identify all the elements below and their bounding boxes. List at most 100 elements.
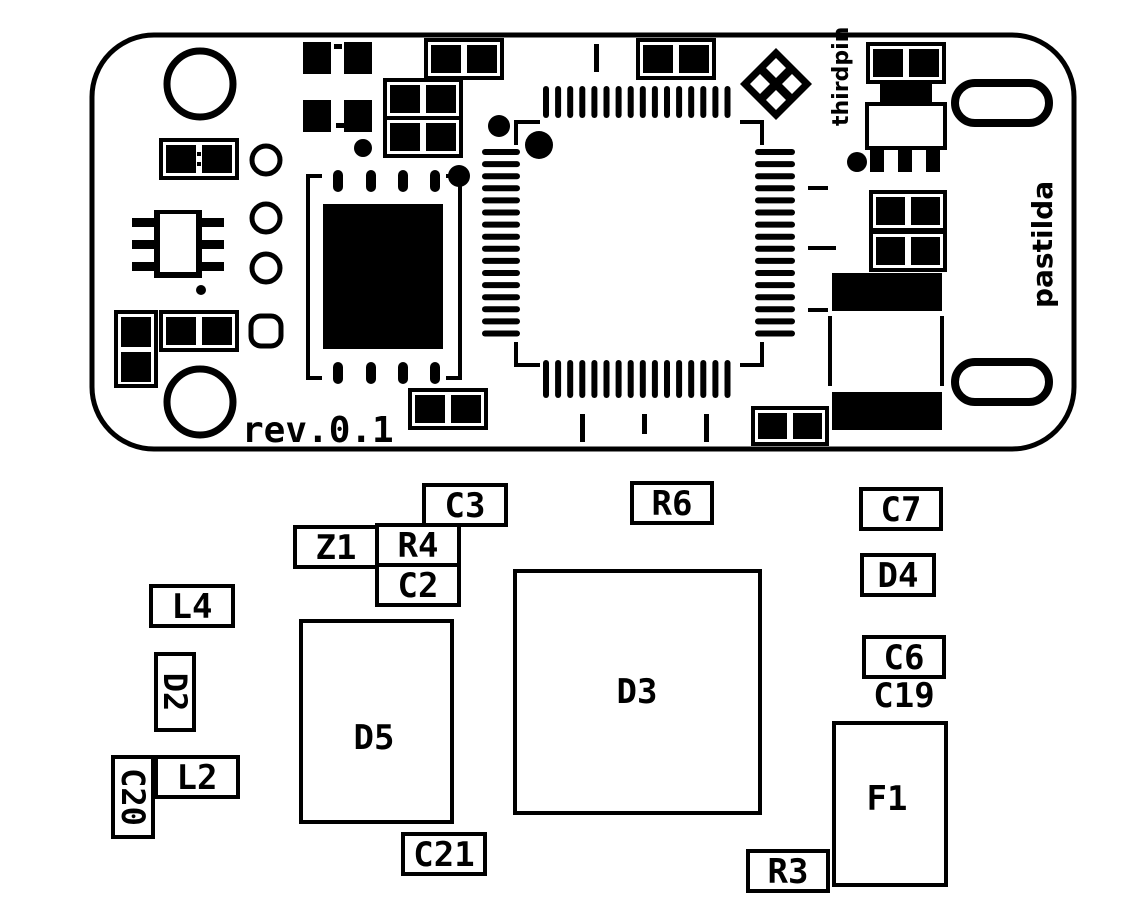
ref-label-c19: C19 (873, 676, 934, 716)
mcu-pin (755, 330, 795, 337)
ref-label-c6: C6 (884, 638, 925, 678)
ref-box-c2 (375, 563, 461, 607)
ref-label-r6: R6 (652, 484, 693, 524)
mcu-pin (664, 86, 670, 118)
smd-footprint-c21 (408, 388, 488, 430)
ref-box-r6 (630, 481, 714, 525)
lqfp-mcu (482, 86, 795, 398)
ref-box-l2 (154, 755, 240, 799)
small-ic (132, 210, 224, 295)
mcu-pin (724, 360, 731, 398)
mcu-pin (543, 86, 549, 118)
mcu-pin (603, 86, 610, 118)
mcu-pin (712, 86, 719, 118)
ref-box-c6 (862, 635, 946, 679)
mcu-pin (591, 86, 598, 118)
mcu-pin (755, 270, 795, 276)
smd-footprint-r3 (751, 406, 829, 446)
mcu-pin (755, 185, 795, 192)
mcu-pin (755, 173, 795, 180)
revision-label: rev.0.1 (242, 410, 394, 451)
ref-label-c2: C2 (398, 566, 439, 606)
ref-label-z1: Z1 (316, 528, 357, 568)
silk-tick (580, 414, 585, 442)
ref-label-l4: L4 (172, 587, 213, 627)
mcu-pin (482, 149, 520, 155)
mcu-pin (567, 86, 574, 118)
mcu-pin (591, 360, 598, 398)
thirdpin-logo-icon (740, 48, 812, 120)
mounting-hole (163, 365, 237, 439)
smd-footprint-r6 (636, 38, 716, 80)
mcu-pin (482, 330, 520, 337)
mcu-pin (651, 360, 658, 398)
ref-box-c21 (401, 832, 487, 876)
slot-hole (951, 79, 1053, 127)
silk-tick (808, 308, 828, 312)
ref-box-d2 (154, 652, 196, 732)
mcu-pins-top (543, 86, 731, 118)
mcu-pin (555, 86, 562, 118)
mcu-pin (615, 86, 622, 118)
smd-footprint-c6 (869, 230, 947, 272)
ref-box-r3 (746, 849, 830, 893)
mcu-pin (482, 318, 520, 325)
ref-box-d3 (513, 569, 762, 815)
header-pad (249, 251, 283, 285)
ref-label-c21: C21 (413, 835, 474, 875)
mcu-pin (639, 86, 646, 118)
mcu-pin (555, 360, 562, 398)
ref-label-d3: D3 (617, 672, 658, 712)
regulator-sot (847, 84, 947, 172)
mcu-pin (482, 221, 520, 228)
smd-footprint-c7 (866, 42, 946, 84)
fuse-footprint (828, 273, 944, 430)
mcu-pin (755, 209, 795, 216)
ref-label-c7: C7 (881, 490, 922, 530)
ref-label-d5: D5 (354, 718, 395, 758)
mcu-pin (755, 149, 795, 155)
assembly-view (111, 481, 948, 893)
product-label: pastilda (1026, 181, 1059, 308)
mcu-pin (755, 318, 795, 325)
ref-box-f1 (832, 721, 948, 887)
mcu-pin (482, 197, 520, 204)
ref-box-c3 (422, 483, 508, 527)
mcu-pin (579, 360, 586, 398)
mcu-pin (603, 360, 610, 398)
mcu-pin (579, 86, 586, 118)
mcu-pin (688, 360, 695, 398)
mcu-pin (676, 360, 683, 398)
mcu-pin (567, 360, 574, 398)
mcu-pin (755, 294, 795, 301)
mcu-pin (688, 86, 695, 118)
mcu-pin (482, 245, 520, 252)
silk-tick (808, 186, 828, 190)
maker-label: thirdpin (829, 27, 854, 126)
smd-footprint-d4 (869, 190, 947, 232)
mcu-pin (755, 282, 795, 289)
mcu-pin (627, 86, 634, 118)
mcu-pin (627, 360, 634, 398)
silk-tick (808, 246, 836, 250)
mcu-pin (482, 270, 520, 276)
ref-box-d5 (299, 619, 454, 824)
header-pad (249, 201, 283, 235)
mcu-pin (724, 86, 731, 118)
mcu-pin (482, 257, 520, 264)
mcu-pins-bottom (543, 360, 731, 398)
smd-footprint-c3 (424, 38, 504, 80)
mcu-pin (700, 360, 707, 398)
pin1-dot (354, 139, 372, 157)
ref-box-c7 (859, 487, 943, 531)
smd-footprint-left-lower (159, 310, 239, 352)
smd-footprint-left-upper (159, 138, 239, 180)
mcu-pin (664, 360, 670, 398)
mcu-pin (755, 233, 795, 240)
mcu-pin (482, 161, 520, 168)
ref-label-l2: L2 (177, 758, 218, 798)
silk-tick (704, 414, 709, 442)
mcu-pin (755, 257, 795, 264)
smd-footprint-left-vertical (114, 310, 158, 388)
